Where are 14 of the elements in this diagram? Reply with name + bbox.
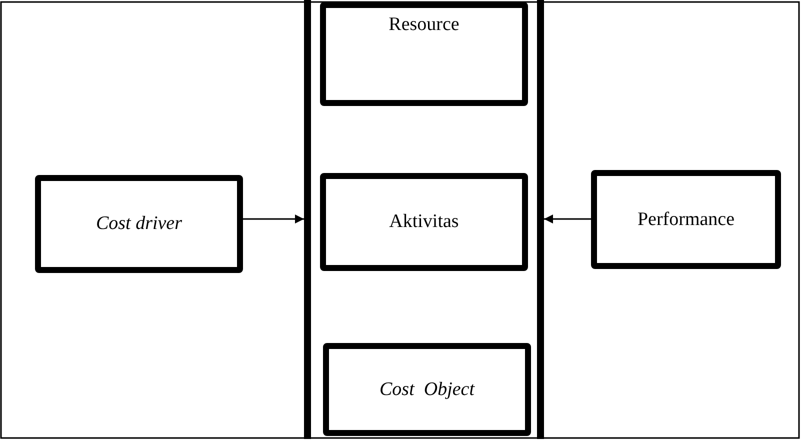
vertical-bar [537,0,544,439]
vertical-bar [304,0,311,439]
box-label: Aktivitas [389,211,459,233]
box-label: Cost Object [380,378,474,400]
arrow [544,214,591,224]
process-box [320,2,528,106]
box-label: Resource [388,14,460,36]
arrow [243,214,304,224]
box-label: Cost driver [96,213,182,235]
process-box [591,170,781,269]
process-box [323,343,531,436]
process-box [320,173,528,271]
process-box [35,175,243,273]
box-label: Performance [637,208,735,230]
